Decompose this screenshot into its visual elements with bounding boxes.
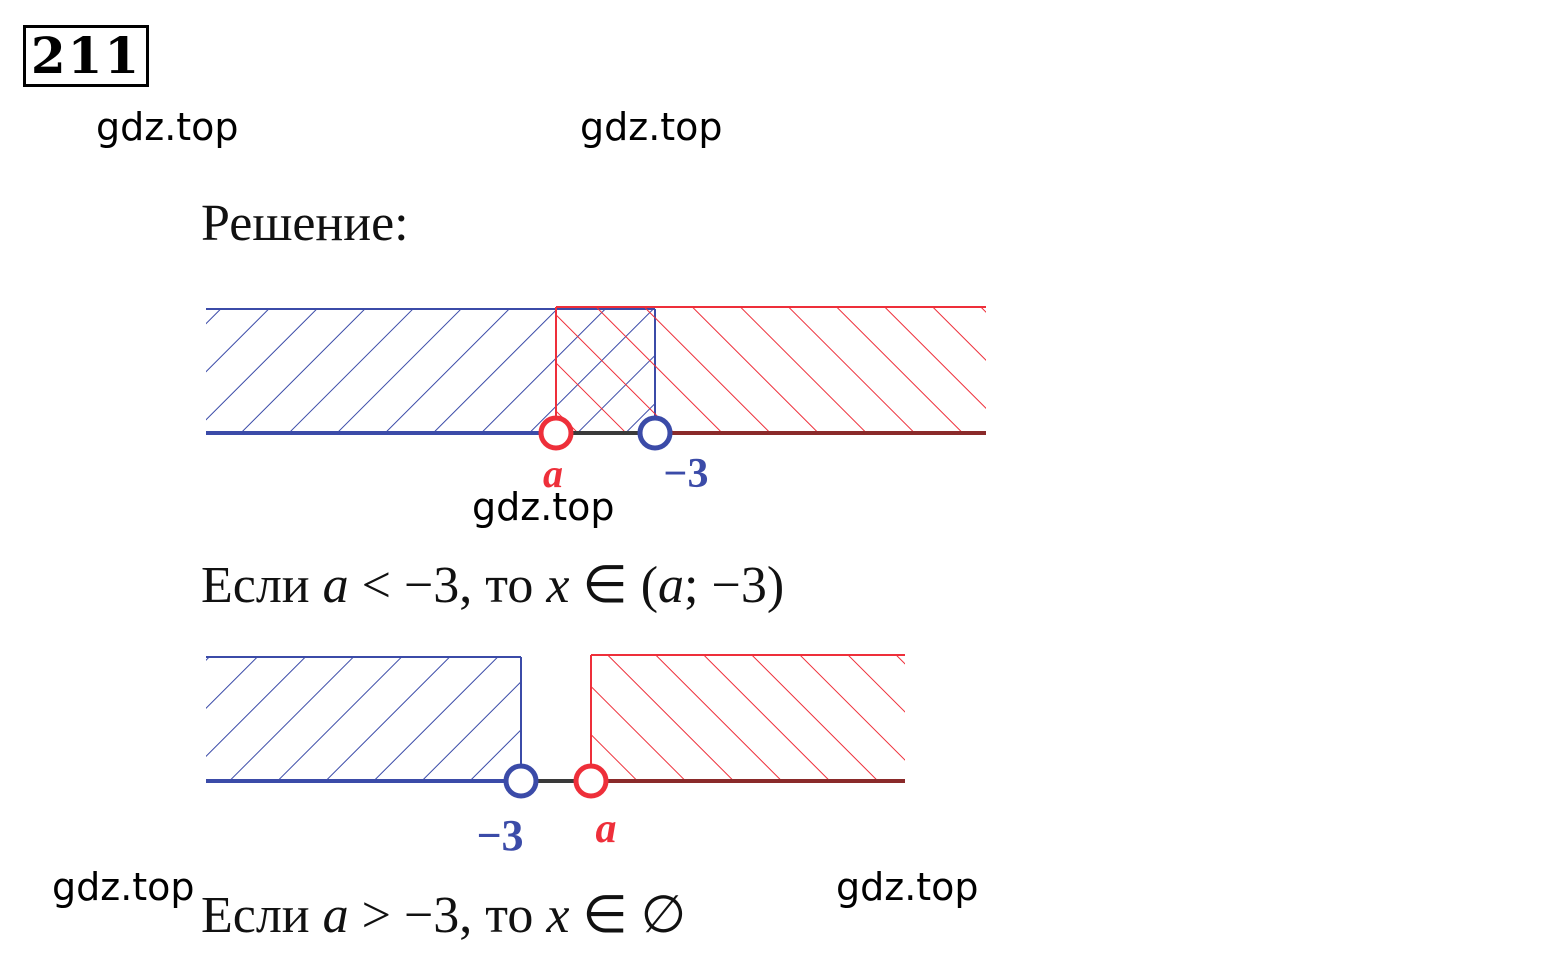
problem-number: 211: [23, 25, 149, 87]
point-a-open: [538, 415, 574, 451]
label-minus3: −3: [664, 451, 709, 497]
red-hatched-region-2: [591, 655, 905, 781]
case-1-condition: Если a < −3, то x ∈ (a; −3): [201, 557, 785, 614]
point-minus3-open-2: [503, 763, 539, 799]
watermark-middle: gdz.top: [472, 485, 615, 529]
point-a-open-2: [573, 763, 609, 799]
red-hatched-region: [556, 307, 986, 433]
var-a-2: a: [322, 887, 349, 944]
var-a: a: [322, 557, 349, 614]
label-a-2: a: [596, 806, 617, 852]
var-a-interval: a: [658, 557, 685, 614]
label-a: a: [543, 451, 563, 496]
watermark-top-left: gdz.top: [96, 105, 239, 149]
blue-hatched-region-2: [206, 657, 521, 781]
watermark-top-center: gdz.top: [580, 105, 723, 149]
label-minus3-2: −3: [476, 811, 523, 860]
point-minus3-open: [637, 415, 673, 451]
solution-heading: Решение:: [201, 195, 409, 252]
case-2-condition: Если a > −3, то x ∈ ∅: [201, 887, 687, 944]
watermark-bottom-right: gdz.top: [836, 865, 979, 909]
var-x: x: [546, 557, 570, 614]
watermark-bottom-left: gdz.top: [52, 865, 195, 909]
var-x-2: x: [546, 887, 570, 944]
